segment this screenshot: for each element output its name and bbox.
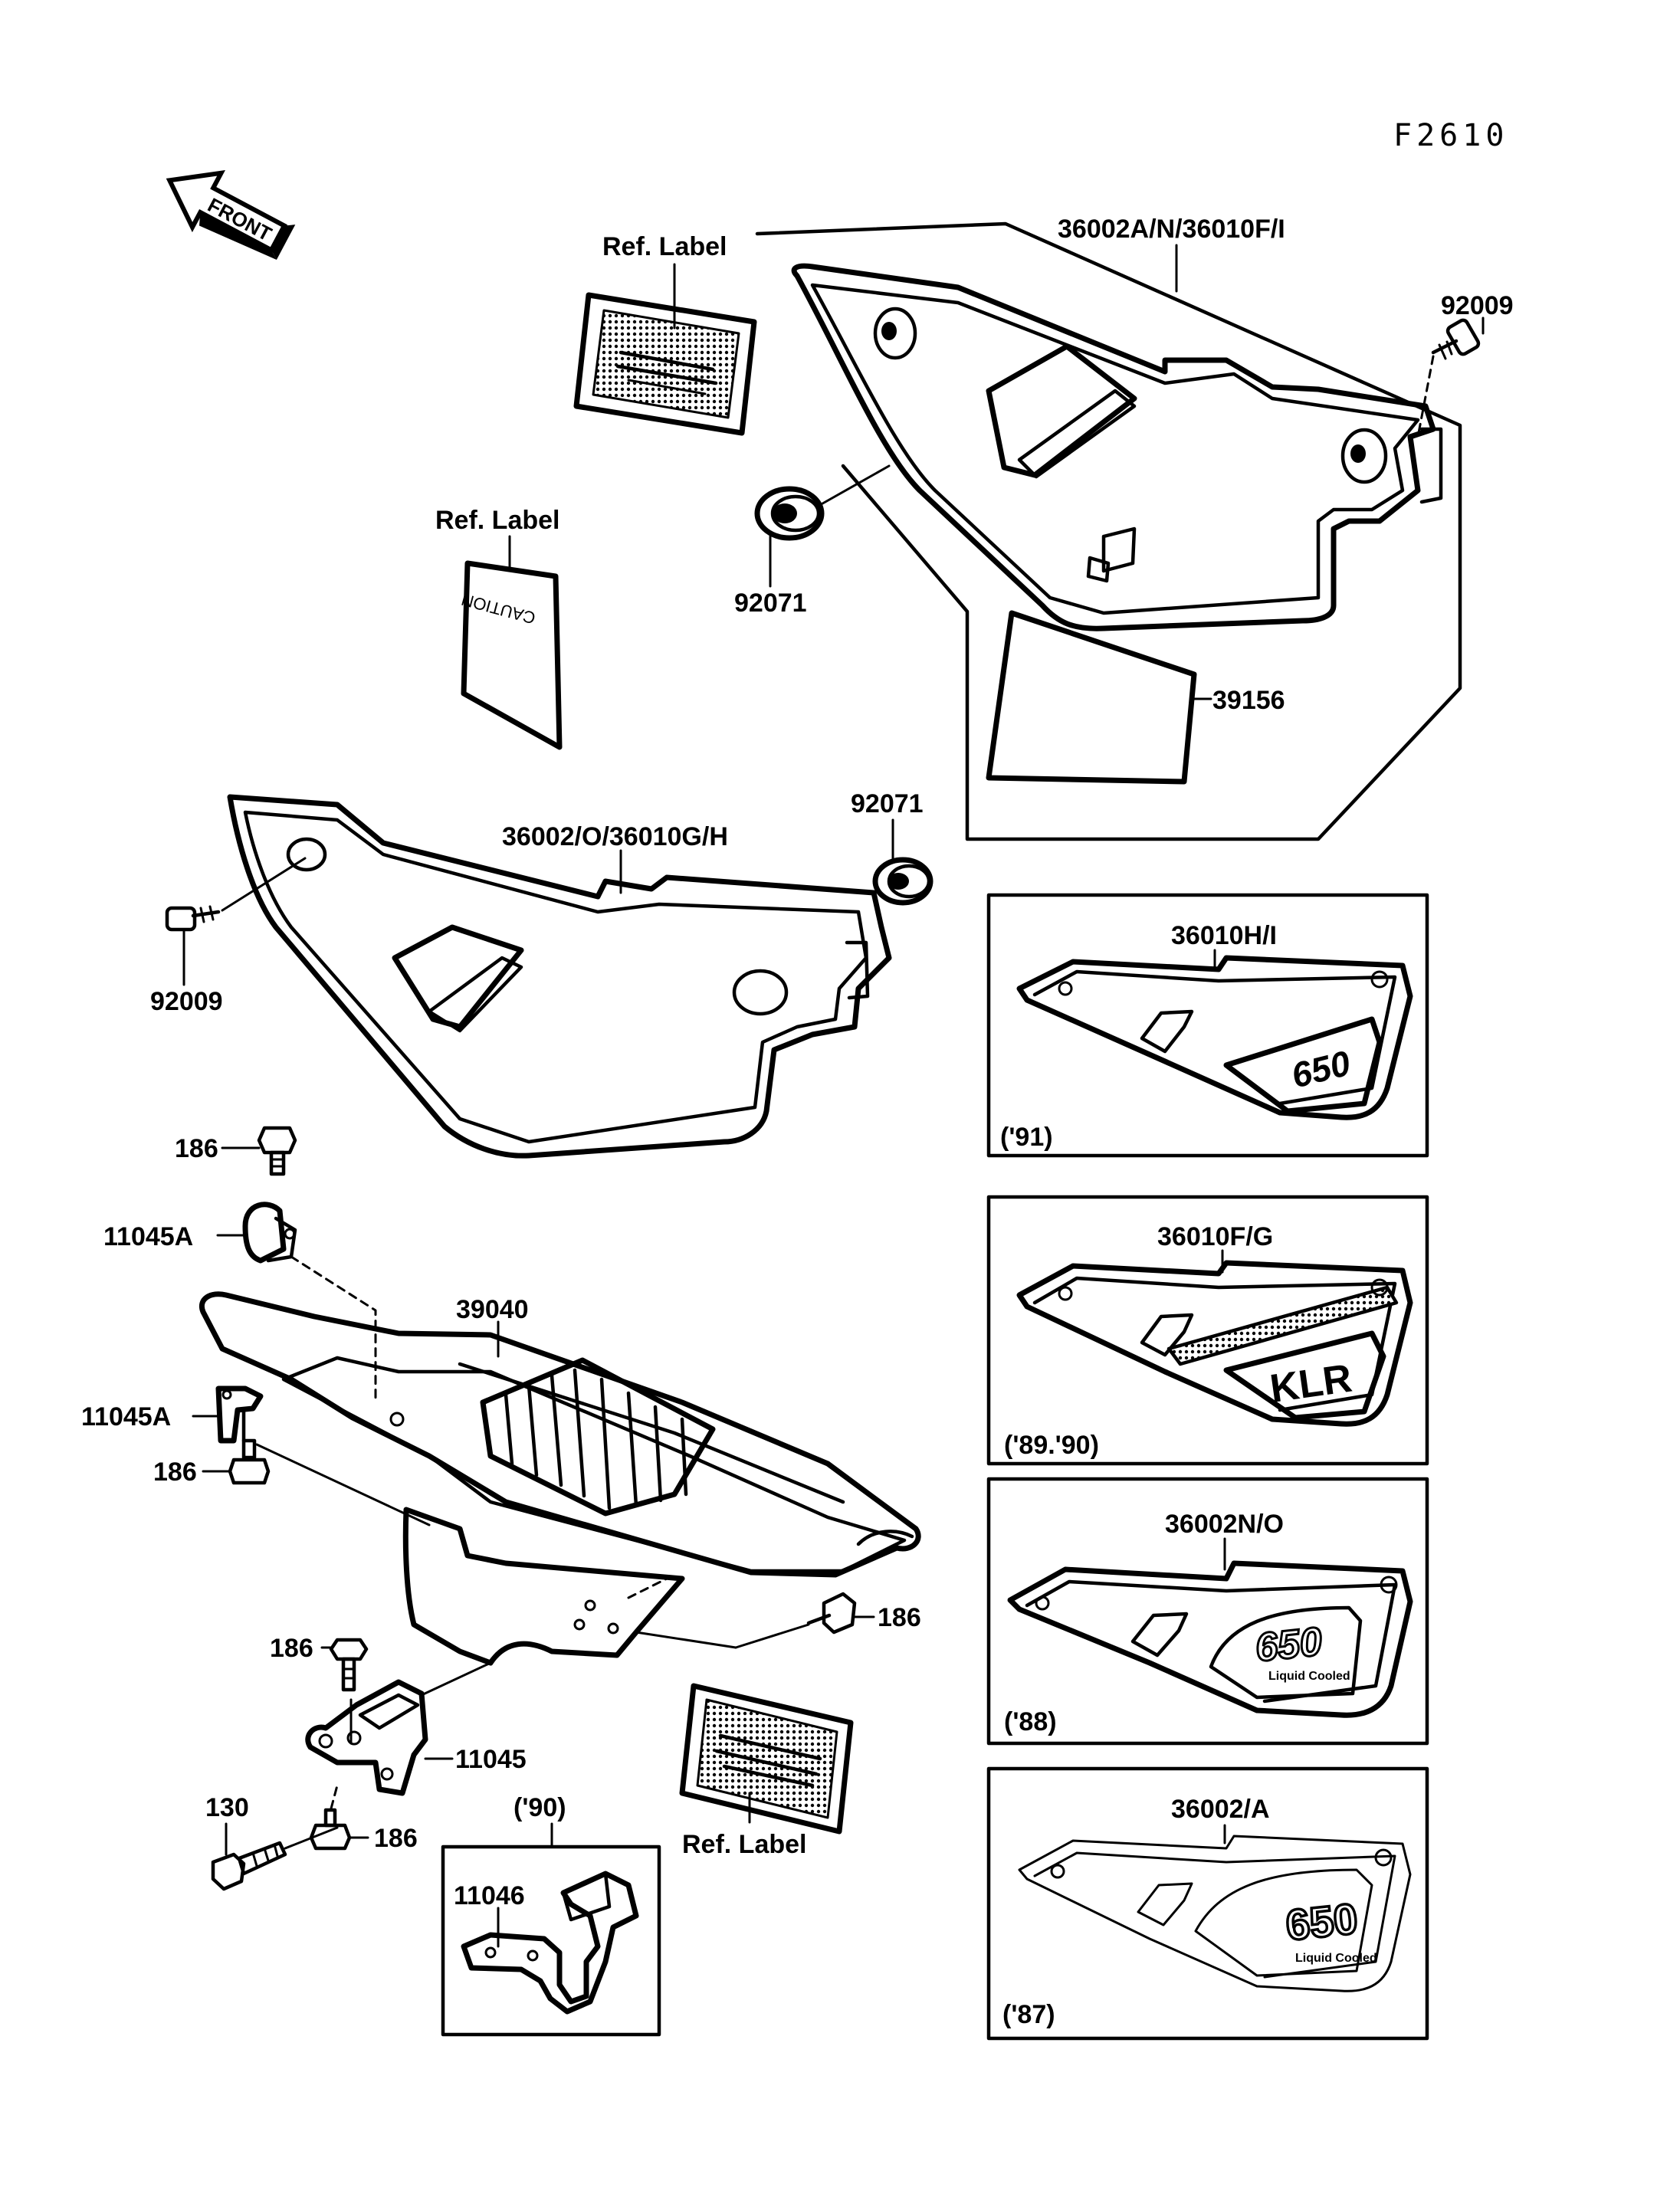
part-186-c-label: 186 xyxy=(878,1603,921,1632)
variant-87-part-label: 36002/A xyxy=(1171,1795,1270,1824)
ref-label-caution-text: Ref. Label xyxy=(435,506,559,535)
bolt-186-c-part xyxy=(806,1592,857,1635)
part-186-a-label: 186 xyxy=(175,1134,218,1163)
variant-87-decal: 650 xyxy=(1284,1894,1360,1949)
variant-88-decal: 650 xyxy=(1253,1619,1324,1671)
year-90-label: ('90) xyxy=(514,1793,566,1822)
grommet-92071-top-part xyxy=(754,486,825,541)
side-cover-36002A-part xyxy=(791,263,1443,631)
variant-box-89-90: KLR 36010F/G ('89.'90) xyxy=(986,1195,1429,1466)
variant-88-year-label: ('88) xyxy=(1004,1707,1057,1736)
front-direction-arrow-icon: FRONT xyxy=(166,170,296,261)
part-186-d-label: 186 xyxy=(270,1634,313,1663)
part-11045A-top-label: 11045A xyxy=(103,1222,193,1251)
variant-box-87: 650 Liquid Cooled 36002/A ('87) xyxy=(986,1766,1429,2041)
bolt-186-a-part xyxy=(257,1126,297,1176)
ref-label-top-text: Ref. Label xyxy=(602,232,727,261)
variant-91-part-label: 36010H/I xyxy=(1171,921,1277,950)
part-36002O-label: 36002/O/36010G/H xyxy=(502,822,728,851)
part-92071-top-label: 92071 xyxy=(734,589,807,618)
box-11046-90: 11046 xyxy=(441,1844,661,2037)
variant-87-subtitle: Liquid Cooled xyxy=(1295,1952,1377,1965)
side-cover-36002O-part xyxy=(227,794,892,1159)
variant-88-subtitle: Liquid Cooled xyxy=(1268,1670,1350,1683)
part-130-label: 130 xyxy=(205,1793,249,1822)
part-186-b-label: 186 xyxy=(153,1458,197,1487)
bolt-130-part xyxy=(211,1841,287,1891)
plate-39156-part xyxy=(986,610,1197,785)
caution-sticker: CAUTION xyxy=(459,560,563,750)
grommet-92071-mid-part xyxy=(872,857,934,906)
part-92009-top-label: 92009 xyxy=(1441,291,1514,320)
bolt-186-d-part xyxy=(329,1638,369,1692)
variant-87-year-label: ('87) xyxy=(1002,2000,1055,2029)
part-92009-left-label: 92009 xyxy=(150,987,223,1016)
part-11046-label: 11046 xyxy=(454,1881,525,1910)
bracket-11045-part xyxy=(305,1679,428,1796)
part-92071-mid-label: 92071 xyxy=(851,789,924,818)
part-11045-label: 11045 xyxy=(455,1745,527,1774)
bracket-11045A-top-part xyxy=(242,1202,297,1264)
variant-box-91: 650 36010H/I ('91) xyxy=(986,893,1429,1158)
variant-91-decal: 650 xyxy=(1288,1043,1354,1096)
bolt-92009-left-part xyxy=(165,905,221,932)
bolt-186-e-part xyxy=(309,1808,352,1851)
part-39156-label: 39156 xyxy=(1212,686,1285,715)
variant-89-90-part-label: 36010F/G xyxy=(1157,1222,1273,1251)
ref-label-bottom-sticker xyxy=(679,1683,854,1835)
variant-box-88: 650 Liquid Cooled 36002N/O ('88) xyxy=(986,1477,1429,1746)
part-36002A-label: 36002A/N/36010F/I xyxy=(1058,215,1285,244)
chain-guard-39040-part xyxy=(199,1291,921,1666)
bolt-92009-top-part xyxy=(1431,318,1481,360)
variant-91-year-label: ('91) xyxy=(1000,1123,1053,1152)
variant-89-90-year-label: ('89.'90) xyxy=(1004,1431,1099,1460)
part-39040-label: 39040 xyxy=(456,1295,529,1324)
bracket-11045A-bottom-part xyxy=(215,1385,264,1444)
ref-label-bottom-text: Ref. Label xyxy=(682,1830,806,1859)
ref-label-top-sticker xyxy=(573,292,757,436)
variant-88-part-label: 36002N/O xyxy=(1165,1510,1284,1539)
variant-89-90-decal: KLR xyxy=(1268,1356,1355,1412)
part-186-e-label: 186 xyxy=(374,1824,418,1853)
part-11045A-bottom-label: 11045A xyxy=(81,1402,171,1431)
figure-code: F2610 xyxy=(1393,118,1508,153)
